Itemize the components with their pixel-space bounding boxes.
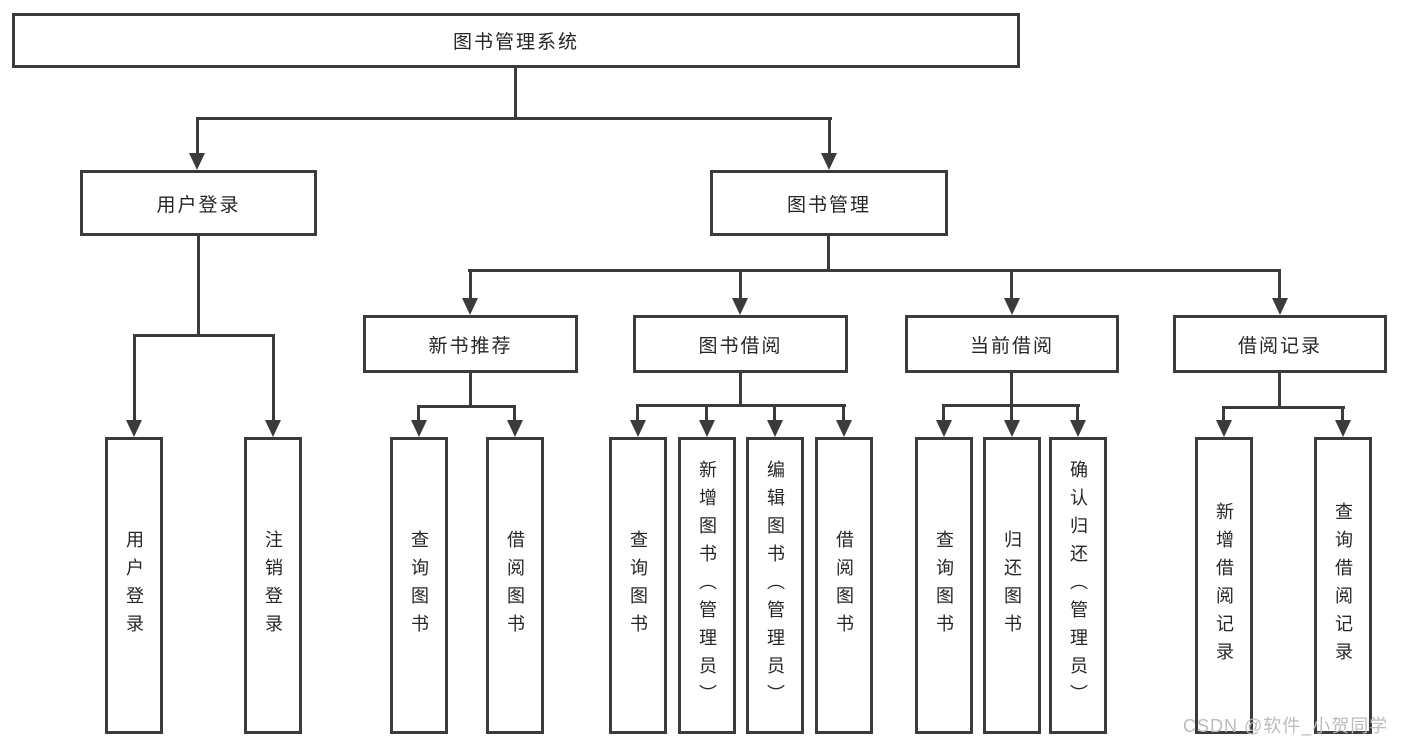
connector-line <box>1222 406 1345 409</box>
connector-line <box>636 404 639 422</box>
connector-line <box>417 405 516 408</box>
connector-line <box>1341 406 1344 422</box>
connector-line <box>1278 269 1281 300</box>
connector-line <box>1278 373 1281 408</box>
connector-line <box>705 404 708 422</box>
leaf-query-book-recommend-label: 查询图书 <box>409 529 429 642</box>
connector-line <box>1010 269 1013 300</box>
arrowhead-icon <box>1335 420 1351 437</box>
leaf-query-book-borrow-label: 查询图书 <box>628 529 648 642</box>
leaf-user-login: 用户登录 <box>105 437 163 734</box>
csdn-watermark: CSDN @软件_小贺同学 <box>1183 716 1389 736</box>
leaf-borrow-book-recommend: 借阅图书 <box>486 437 544 734</box>
arrowhead-icon <box>821 153 837 170</box>
node-user-login: 用户登录 <box>80 170 317 236</box>
connector-line <box>739 373 742 406</box>
node-user-login-label: 用户登录 <box>156 194 241 216</box>
connector-line <box>133 334 275 337</box>
connector-line <box>272 334 275 422</box>
arrowhead-icon <box>1004 298 1020 315</box>
arrowhead-icon <box>1070 420 1086 437</box>
connector-line <box>197 236 200 336</box>
arrowhead-icon <box>1216 420 1232 437</box>
leaf-confirm-return-admin: 确认归还（管理员） <box>1049 437 1107 734</box>
leaf-confirm-return-admin-label: 确认归还（管理员） <box>1068 459 1088 712</box>
connector-line <box>1076 404 1079 422</box>
node-book-borrow-label: 图书借阅 <box>698 335 783 357</box>
arrowhead-icon <box>699 420 715 437</box>
node-book-management: 图书管理 <box>710 170 948 236</box>
leaf-borrow-book: 借阅图书 <box>815 437 873 734</box>
leaf-add-borrow-record: 新增借阅记录 <box>1195 437 1253 734</box>
connector-line <box>468 269 1281 272</box>
node-root: 图书管理系统 <box>12 13 1020 68</box>
arrowhead-icon <box>1004 420 1020 437</box>
node-current-borrow-label: 当前借阅 <box>969 335 1054 357</box>
connector-line <box>942 404 945 422</box>
arrowhead-icon <box>836 420 852 437</box>
node-borrow-record-label: 借阅记录 <box>1237 335 1322 357</box>
leaf-logout-login: 注销登录 <box>244 437 302 734</box>
arrowhead-icon <box>126 420 142 437</box>
arrowhead-icon <box>1272 298 1288 315</box>
leaf-borrow-book-label: 借阅图书 <box>834 529 854 642</box>
node-current-borrow: 当前借阅 <box>905 315 1119 373</box>
arrowhead-icon <box>265 420 281 437</box>
leaf-logout-login-label: 注销登录 <box>263 529 283 642</box>
connector-line <box>469 373 472 407</box>
leaf-query-borrow-record: 查询借阅记录 <box>1314 437 1372 734</box>
connector-line <box>133 334 136 422</box>
connector-line <box>1222 406 1225 422</box>
node-book-borrow: 图书借阅 <box>633 315 848 373</box>
connector-line <box>196 117 832 120</box>
connector-line <box>828 117 831 155</box>
arrowhead-icon <box>767 420 783 437</box>
leaf-return-book: 归还图书 <box>983 437 1041 734</box>
arrowhead-icon <box>507 420 523 437</box>
leaf-query-book-recommend: 查询图书 <box>390 437 448 734</box>
arrowhead-icon <box>732 298 748 315</box>
node-new-book-recommend: 新书推荐 <box>363 315 578 373</box>
connector-line <box>827 236 830 271</box>
leaf-add-book-admin-label: 新增图书（管理员） <box>697 459 717 712</box>
arrowhead-icon <box>462 298 478 315</box>
connector-line <box>636 404 846 407</box>
connector-line <box>196 117 199 155</box>
connector-line <box>513 405 516 422</box>
arrowhead-icon <box>189 153 205 170</box>
connector-line <box>469 269 472 300</box>
connector-line <box>514 68 517 118</box>
arrowhead-icon <box>936 420 952 437</box>
connector-line <box>1010 404 1013 422</box>
leaf-query-borrow-record-label: 查询借阅记录 <box>1333 501 1353 670</box>
leaf-edit-book-admin: 编辑图书（管理员） <box>746 437 804 734</box>
connector-line <box>417 405 420 422</box>
connector-line <box>773 404 776 422</box>
connector-line <box>842 404 845 422</box>
leaf-edit-book-admin-label: 编辑图书（管理员） <box>765 459 785 712</box>
leaf-add-borrow-record-label: 新增借阅记录 <box>1214 501 1234 670</box>
leaf-user-login-label: 用户登录 <box>124 529 144 642</box>
node-root-label: 图书管理系统 <box>452 32 579 53</box>
leaf-return-book-label: 归还图书 <box>1002 529 1022 642</box>
connector-line <box>739 269 742 300</box>
leaf-add-book-admin: 新增图书（管理员） <box>678 437 736 734</box>
arrowhead-icon <box>411 420 427 437</box>
node-new-book-recommend-label: 新书推荐 <box>428 335 513 357</box>
leaf-query-book-borrow: 查询图书 <box>609 437 667 734</box>
leaf-query-book-current-label: 查询图书 <box>934 529 954 642</box>
node-book-management-label: 图书管理 <box>786 194 871 216</box>
leaf-borrow-book-recommend-label: 借阅图书 <box>505 529 525 642</box>
node-borrow-record: 借阅记录 <box>1173 315 1387 373</box>
connector-line <box>1010 373 1013 406</box>
leaf-query-book-current: 查询图书 <box>915 437 973 734</box>
arrowhead-icon <box>630 420 646 437</box>
